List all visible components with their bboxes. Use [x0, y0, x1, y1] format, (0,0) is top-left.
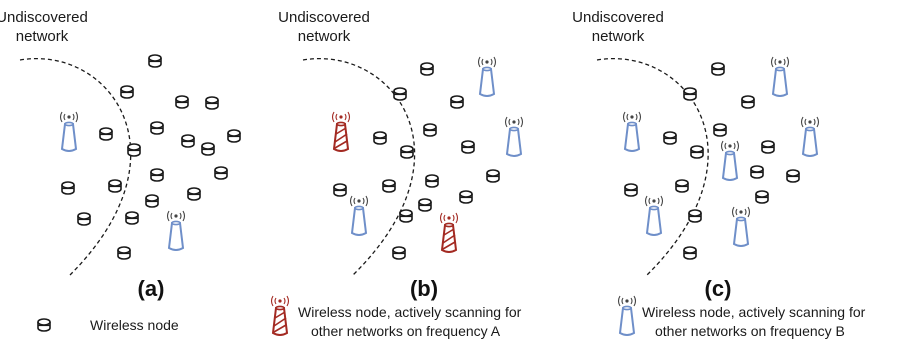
wireless-node-icon: [713, 123, 727, 137]
wireless-node-icon: [150, 168, 164, 182]
antenna-frequency-a-icon: [331, 111, 351, 152]
wireless-node-icon: [145, 194, 159, 208]
wireless-node-icon: [624, 183, 638, 197]
antenna-frequency-b-icon: [731, 206, 751, 247]
wireless-node-icon: [683, 246, 697, 260]
wireless-node-icon: [690, 145, 704, 159]
antenna-frequency-b-icon: [622, 111, 642, 152]
panel-b: Undiscovered network (b): [278, 9, 524, 301]
wireless-node-icon: [675, 179, 689, 193]
wireless-node-icon: [333, 183, 347, 197]
wireless-node-icon: [120, 85, 134, 99]
antenna-frequency-b-icon: [477, 56, 497, 97]
wireless-node-icon: [37, 318, 51, 332]
undiscovered-label-line-2: network: [592, 28, 645, 45]
panel-caption-c: (c): [705, 276, 732, 301]
undiscovered-network-boundary: [19, 58, 132, 276]
wireless-node-icon: [420, 62, 434, 76]
antenna-frequency-b-icon: [59, 111, 79, 152]
wireless-node-icon: [400, 145, 414, 159]
panel-caption-a: (a): [138, 276, 165, 301]
wireless-node-icon: [459, 190, 473, 204]
wireless-node-icon: [205, 96, 219, 110]
wireless-node-icon: [117, 246, 131, 260]
wireless-node-icon: [77, 212, 91, 226]
wireless-node-icon: [127, 143, 141, 157]
antenna-frequency-b-icon: [617, 295, 637, 336]
wireless-node-icon: [750, 165, 764, 179]
antenna-frequency-b-icon: [770, 56, 790, 97]
legend-frequency-b-line-2: other networks on frequency B: [655, 323, 845, 339]
wireless-node-icon: [399, 209, 413, 223]
antenna-frequency-a-icon: [439, 212, 459, 253]
antenna-frequency-b-icon: [720, 140, 740, 181]
wireless-node-icon: [373, 131, 387, 145]
wireless-node-icon: [418, 198, 432, 212]
undiscovered-label-line-1: Undiscovered: [572, 9, 664, 26]
wireless-node-icon: [125, 211, 139, 225]
legend: Wireless node Wireless node, actively sc…: [37, 295, 866, 339]
antenna-frequency-b-icon: [504, 116, 524, 157]
antenna-frequency-b-icon: [800, 116, 820, 157]
antenna-frequency-b-icon: [349, 195, 369, 236]
wireless-node-icon: [108, 179, 122, 193]
wireless-node-icon: [741, 95, 755, 109]
wireless-node-icon: [227, 129, 241, 143]
wireless-node-icon: [683, 87, 697, 101]
wireless-node-icon: [755, 190, 769, 204]
undiscovered-network-boundary: [596, 58, 709, 276]
undiscovered-label-line-2: network: [16, 28, 69, 45]
undiscovered-label-line-2: network: [298, 28, 351, 45]
wireless-node-icon: [688, 209, 702, 223]
wireless-node-icon: [187, 187, 201, 201]
panel-caption-b: (b): [410, 276, 438, 301]
wireless-node-icon: [486, 169, 500, 183]
wireless-node-icon: [786, 169, 800, 183]
wireless-node-icon: [450, 95, 464, 109]
wireless-node-icon: [214, 166, 228, 180]
wireless-node-icon: [181, 134, 195, 148]
panel-a: Undiscovered network (a): [0, 9, 241, 301]
wireless-node-icon: [150, 121, 164, 135]
wireless-node-icon: [175, 95, 189, 109]
wireless-node-icon: [423, 123, 437, 137]
wireless-node-icon: [61, 181, 75, 195]
wireless-node-icon: [761, 140, 775, 154]
legend-item-frequency-b: Wireless node, actively scanning for oth…: [617, 295, 866, 339]
undiscovered-label-line-1: Undiscovered: [278, 9, 370, 26]
antenna-frequency-a-icon: [270, 295, 290, 336]
legend-frequency-b-line-1: Wireless node, actively scanning for: [642, 304, 866, 320]
wireless-node-icon: [382, 179, 396, 193]
legend-item-frequency-a: Wireless node, actively scanning for oth…: [270, 295, 522, 339]
wireless-node-icon: [148, 54, 162, 68]
legend-wireless-node-label: Wireless node: [90, 317, 179, 333]
wireless-node-icon: [711, 62, 725, 76]
undiscovered-network-boundary: [302, 58, 416, 276]
wireless-node-icon: [99, 127, 113, 141]
wireless-node-icon: [425, 174, 439, 188]
wireless-node-icon: [201, 142, 215, 156]
undiscovered-label-line-1: Undiscovered: [0, 9, 88, 26]
wireless-node-icon: [393, 87, 407, 101]
legend-frequency-a-line-2: other networks on frequency A: [311, 323, 501, 339]
wireless-node-icon: [663, 131, 677, 145]
legend-frequency-a-line-1: Wireless node, actively scanning for: [298, 304, 522, 320]
panel-c: Undiscovered network (c): [572, 9, 820, 301]
wireless-node-icon: [392, 246, 406, 260]
antenna-frequency-b-icon: [644, 195, 664, 236]
wireless-node-icon: [461, 140, 475, 154]
antenna-frequency-b-icon: [166, 210, 186, 251]
legend-item-wireless-node: Wireless node: [37, 317, 179, 333]
